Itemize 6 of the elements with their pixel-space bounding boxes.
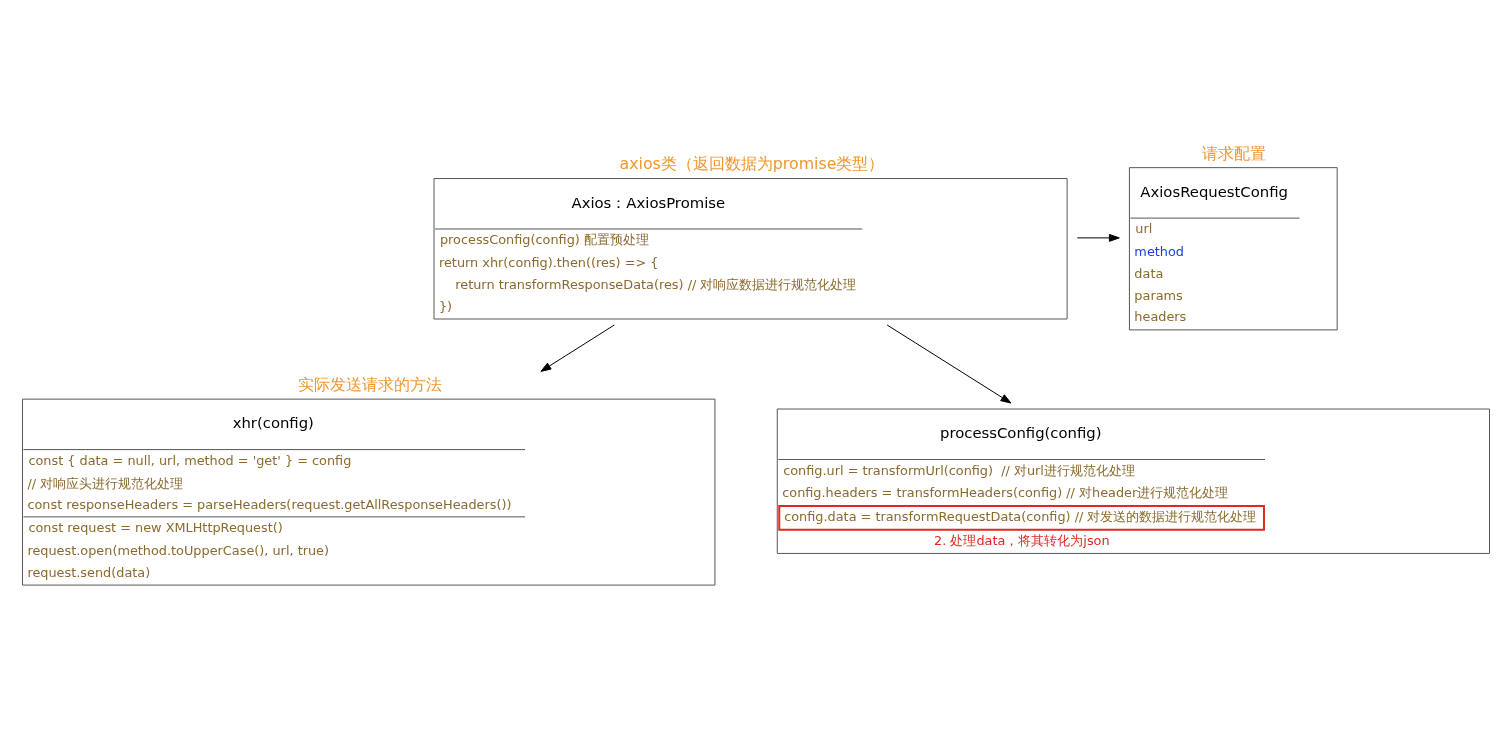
node-label: axios类（返回数据为promise类型） [619,153,885,173]
arrow [540,324,615,372]
arrow [886,324,1012,403]
node-label: 请求配置 [1201,143,1266,163]
arrow [1076,233,1120,242]
node-label: 实际发送请求的方法 [298,374,443,394]
